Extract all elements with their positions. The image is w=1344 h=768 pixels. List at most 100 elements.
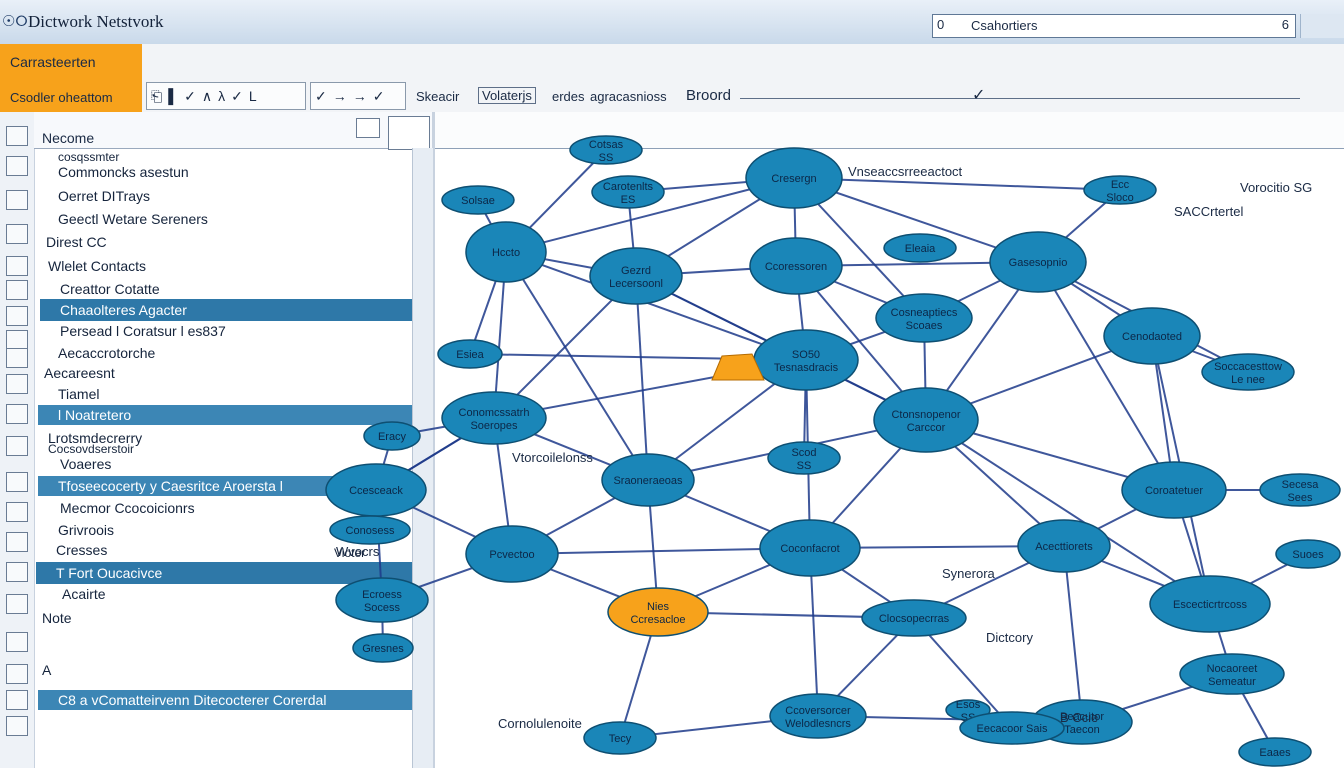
graph-node[interactable]: Esiea [437,339,503,369]
graph-node[interactable]: Suoes [1275,539,1341,569]
graph-node[interactable]: Eecacoor Sais [959,711,1065,745]
rail-tool-icon[interactable] [6,532,28,552]
graph-node[interactable]: Tecy [583,721,657,755]
panel-collapse-button[interactable] [356,118,380,138]
window-controls[interactable] [1300,14,1344,38]
tree-item[interactable]: Aecaccrotorche [58,345,156,361]
tree-item[interactable]: cosqssmter [58,150,120,164]
graph-node[interactable]: Acecttiorets [1017,519,1111,573]
graph-node[interactable]: Ccoressoren [749,237,843,295]
toolbar-button-1[interactable]: ▌ [168,88,179,104]
toolbar-button-9[interactable]: → [352,88,367,104]
graph-node[interactable]: Sraoneraeoas [601,453,695,507]
graph-node[interactable]: Eaaes [1238,737,1312,767]
rail-tool-icon[interactable] [6,632,28,652]
rail-tool-icon[interactable] [6,374,28,394]
rail-tool-icon[interactable] [6,126,28,146]
graph-node[interactable]: Escecticrtrcoss [1149,575,1271,633]
tree-item[interactable]: Persead l Coratsur l es837 [60,323,226,339]
graph-node[interactable]: Clocsopecrras [861,599,967,637]
tree-item[interactable]: Direst CC [46,234,107,250]
rail-tool-icon[interactable] [6,562,28,582]
rail-tool-icon[interactable] [6,404,28,424]
graph-node[interactable]: Hccto [465,221,547,283]
rail-tool-icon[interactable] [6,256,28,276]
rail-tool-icon[interactable] [6,594,28,614]
tree-item[interactable]: Geectl Wetare Sereners [58,211,208,227]
tree-item[interactable]: Tfoseecocerty y Caesritce Aroersta l [38,476,412,496]
tree-item[interactable]: Creattor Cotatte [60,281,160,297]
tree-item[interactable]: Commoncks asestun [58,164,189,180]
rail-tool-icon[interactable] [6,190,28,210]
graph-node[interactable]: Gresnes [352,633,414,663]
tree-item[interactable]: T Fort Oucacivce [36,562,412,584]
rail-tool-icon[interactable] [6,472,28,492]
tree-item[interactable]: Lrotsmdecrerry [48,430,143,446]
search-right-icon[interactable]: 6 [1281,17,1289,32]
graph-node[interactable]: Eleaia [883,233,957,263]
search-input[interactable]: 0 Csahortiers 6 [932,14,1296,38]
graph-node[interactable]: Cenodaoted [1103,307,1201,365]
crumb-2[interactable]: erdes [552,89,585,104]
rail-tool-icon[interactable] [6,306,28,326]
rail-tool-icon[interactable] [6,436,28,456]
tree-item[interactable]: Aecareesnt [44,365,115,381]
tree-item[interactable]: l Noatretero [38,405,412,425]
rail-tool-icon[interactable] [6,156,28,176]
graph-node[interactable]: Ccesceack [325,463,427,517]
graph-node[interactable]: Cresergn [745,147,843,209]
graph-node[interactable]: Eracy [363,421,421,451]
graph-node[interactable]: Gasesopnio [989,231,1087,293]
tree-item[interactable]: Cresses [56,542,108,558]
tree-item[interactable]: Tiamel [58,386,100,402]
tree-item[interactable]: Acairte [62,586,106,602]
crumb-0[interactable]: Skeacir [416,89,460,104]
quick-panel[interactable]: Carrasteerten Csodler oheattom [0,44,143,112]
rail-tool-icon[interactable] [6,502,28,522]
tree-item[interactable]: Note [42,610,72,626]
rail-tool-icon[interactable] [6,664,28,684]
graph-node[interactable]: Conosess [329,515,411,545]
crumb-end[interactable]: Broord [686,87,732,104]
toolbar-button-0[interactable]: ⎗ [151,87,163,104]
tree-item[interactable]: Wlelet Contacts [48,258,147,274]
rail-tool-icon[interactable] [6,690,28,710]
tree-item[interactable]: Mecmor Ccocoicionrs [60,500,195,516]
toolbar-button-8[interactable]: → [332,88,347,104]
graph-node[interactable]: Pcvectoo [465,525,559,583]
rail-tool-icon[interactable] [6,716,28,736]
panel-search-button[interactable] [388,116,430,150]
toolbar-button-7[interactable]: ✓ [315,87,327,104]
crumb-3[interactable]: agracasnioss [590,89,667,104]
toolbar-button-4[interactable]: λ [218,88,226,104]
tree-item[interactable]: Grivroois [58,522,115,538]
highlight-node-icon[interactable] [711,353,765,381]
graph-node[interactable]: Coconfacrot [759,519,861,577]
crumb-1[interactable]: Volaterjs [478,87,536,104]
graph-node[interactable]: Coroatetuer [1121,461,1227,519]
rail-tool-icon[interactable] [6,224,28,244]
toolbar-button-6[interactable]: L [248,88,257,104]
rail-tool-icon[interactable] [6,348,28,368]
rail-tool-icon[interactable] [6,280,28,300]
tree-item[interactable]: Oerret DITrays [58,188,151,204]
toolbar-button-3[interactable]: ∧ [201,87,213,104]
tree-item[interactable]: Chaaolteres Agacter [40,299,412,321]
graph-node[interactable]: Solsae [441,185,515,215]
tree-item[interactable]: Voaeres [60,456,112,472]
